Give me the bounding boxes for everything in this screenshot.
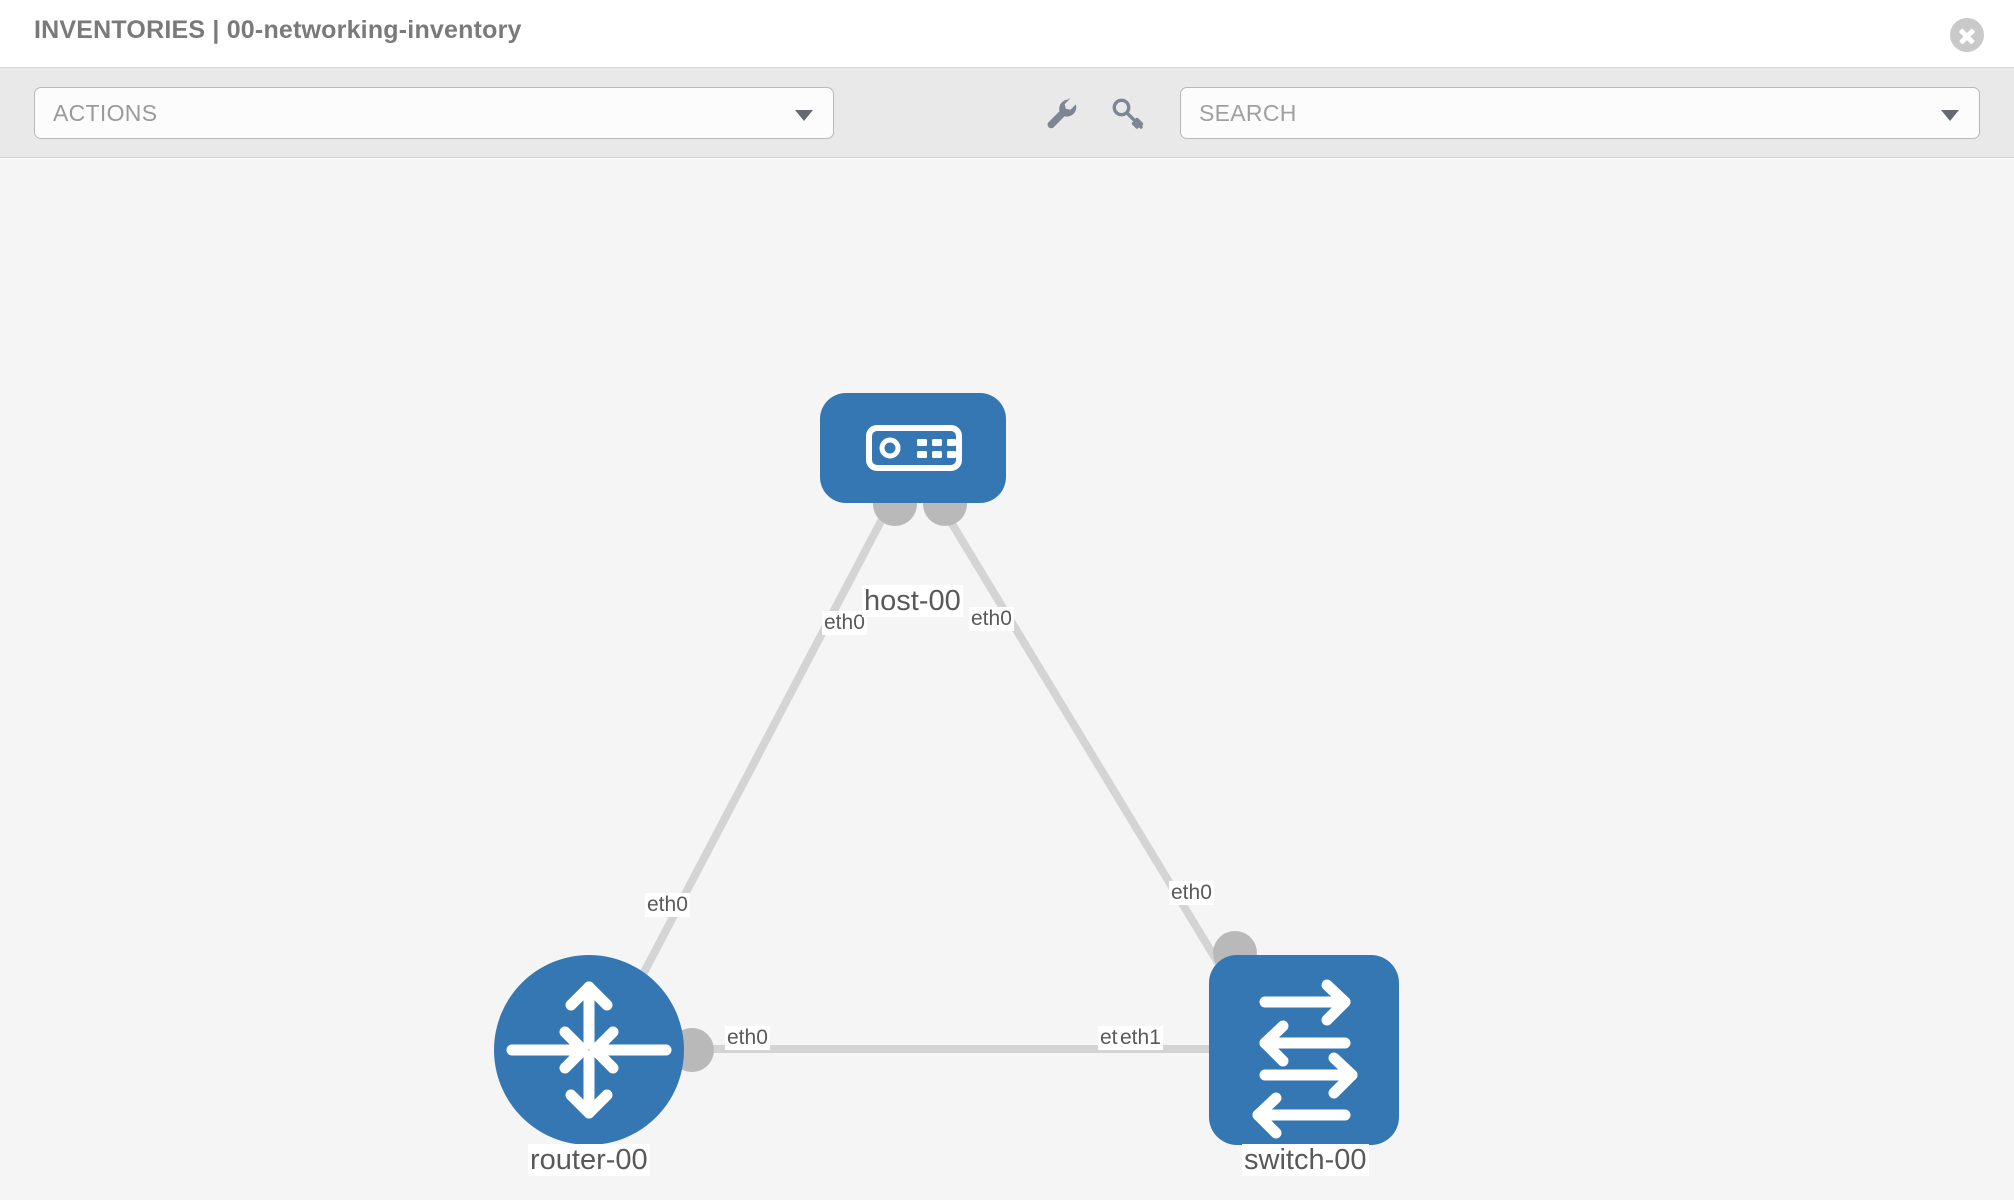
page-title: INVENTORIES | 00-networking-inventory — [34, 16, 522, 44]
search-input[interactable]: SEARCH — [1180, 87, 1980, 139]
topology-node-host-00[interactable] — [820, 393, 1006, 503]
link-router-host — [626, 500, 894, 1003]
link-host-switch — [936, 500, 1244, 1003]
interface-label: eth0 — [822, 611, 867, 636]
node-label-switch-00: switch-00 — [1242, 1144, 1369, 1177]
topology-node-switch-00[interactable] — [1209, 955, 1399, 1145]
server-icon — [866, 425, 962, 471]
wrench-icon[interactable] — [1040, 94, 1080, 134]
page-header: INVENTORIES | 00-networking-inventory — [0, 0, 2014, 68]
actions-dropdown[interactable]: ACTIONS — [34, 87, 834, 139]
topology-canvas[interactable]: eth0 host-00 eth0 eth0 eth0 eth0 eth eth… — [0, 159, 2014, 1200]
topology-graph — [494, 393, 1399, 1145]
topology-node-router-00[interactable] — [494, 955, 684, 1145]
actions-dropdown-label: ACTIONS — [53, 100, 158, 126]
router-arrows-icon — [506, 981, 672, 1119]
node-label-host-00: host-00 — [862, 585, 963, 618]
interface-label: eth1 — [1118, 1026, 1163, 1051]
key-icon[interactable] — [1108, 94, 1148, 134]
chevron-down-icon — [795, 110, 813, 121]
chevron-down-icon — [1941, 110, 1959, 121]
close-icon[interactable] — [1950, 18, 1984, 52]
toolbar: ACTIONS SEARCH — [0, 68, 2014, 158]
interface-label: eth0 — [1169, 881, 1214, 906]
node-label-router-00: router-00 — [528, 1144, 650, 1177]
interface-label: eth0 — [725, 1026, 770, 1051]
search-placeholder: SEARCH — [1199, 100, 1297, 126]
interface-label: eth0 — [969, 607, 1014, 632]
switch-arrows-icon — [1252, 979, 1358, 1139]
interface-handles — [670, 482, 1257, 1072]
interface-label: eth0 — [645, 893, 690, 918]
